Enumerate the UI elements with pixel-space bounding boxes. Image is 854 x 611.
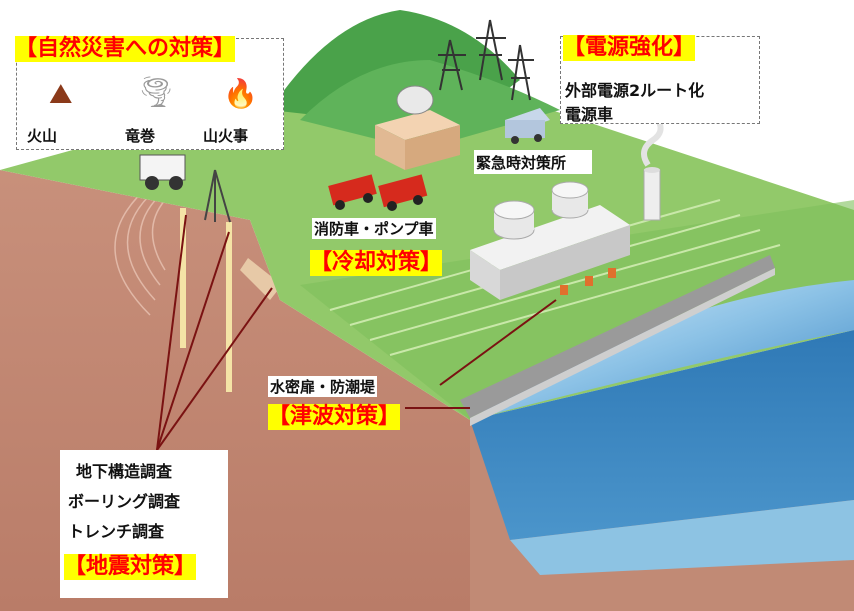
fire-pump-truck-label: 消防車・ポンプ車 xyxy=(312,218,436,239)
emergency-office-tag: 緊急時対策所 xyxy=(474,150,592,174)
emergency-building xyxy=(375,85,460,170)
sea xyxy=(470,280,854,575)
leader-lines xyxy=(156,214,557,451)
power-vehicle-label: 電源車 xyxy=(565,105,614,124)
seawall xyxy=(460,255,775,426)
cooling-title: 【冷却対策】 xyxy=(310,250,443,277)
trench-survey-label: トレンチ調査 xyxy=(68,522,165,541)
tsunami-box: 水密扉・防潮堤 【津波対策】 xyxy=(266,374,426,444)
underground-survey-label: 地下構造調査 xyxy=(76,462,173,481)
power-supply-truck xyxy=(505,108,550,144)
power-box: 【電源強化】 外部電源2ルート化 電源車 xyxy=(560,35,760,124)
power-title: 【電源強化】 xyxy=(563,35,696,62)
reactor-building xyxy=(470,181,630,300)
fire-trucks xyxy=(328,174,428,211)
natural-disaster-title: 【自然災害への対策】 xyxy=(15,36,236,63)
external-power-label: 外部電源2ルート化 xyxy=(565,81,705,100)
natural-disaster-box: 【自然災害への対策】 ⛰ 🌪 🔥 火山 竜巻 山火事 xyxy=(15,36,284,150)
borehole xyxy=(226,222,232,392)
exhaust-stack xyxy=(641,107,664,221)
cooling-box: 消防車・ポンプ車 【冷却対策】 xyxy=(306,212,474,286)
tsunami-title: 【津波対策】 xyxy=(268,404,401,431)
drilling-rig xyxy=(204,169,231,223)
tornado-icon: 🌪 xyxy=(137,75,176,110)
earthquake-box: 地下構造調査 ボーリング調査 トレンチ調査 【地震対策】 xyxy=(60,450,228,598)
forest-fire-label: 山火事 xyxy=(203,127,249,145)
earthquake-title: 【地震対策】 xyxy=(64,554,197,581)
volcano-icon: ⛰ xyxy=(49,77,73,110)
boring-survey-label: ボーリング調査 xyxy=(68,492,181,511)
emergency-office-label: 緊急時対策所 xyxy=(476,154,567,172)
fire-icon: 🔥 xyxy=(223,77,258,110)
borehole xyxy=(180,208,186,348)
power-pylons xyxy=(438,19,534,101)
tornado-label: 竜巻 xyxy=(125,127,156,145)
seismic-wave-lines xyxy=(114,184,166,316)
watertight-door-label: 水密扉・防潮堤 xyxy=(268,376,378,397)
volcano-label: 火山 xyxy=(27,127,58,145)
survey-vehicle xyxy=(139,154,186,190)
